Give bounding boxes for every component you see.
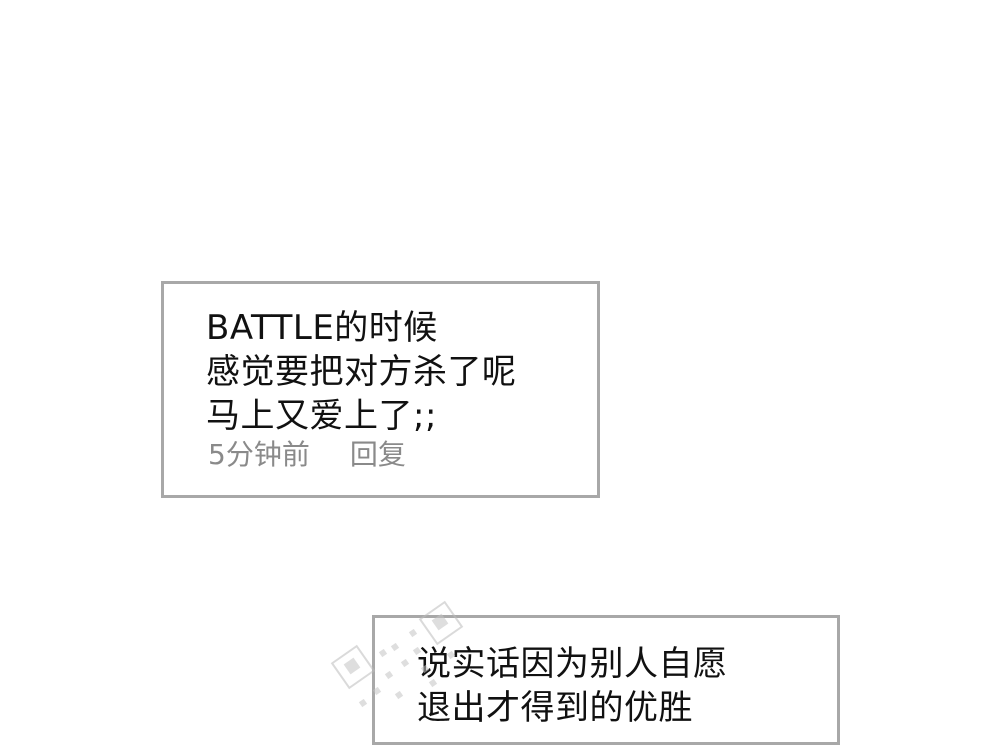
comment-timestamp: 5分钟前 (208, 438, 310, 471)
comment-card: 说实话因为别人自愿 退出才得到的优胜 (372, 615, 840, 745)
reply-button[interactable]: 回复 (349, 438, 406, 471)
comment-line: 马上又爱上了;; (206, 396, 437, 436)
comment-line: 说实话因为别人自愿 (417, 644, 728, 684)
comment-card: BATTLE的时候 感觉要把对方杀了呢 马上又爱上了;; 5分钟前 回复 (161, 281, 600, 498)
comment-line: 退出才得到的优胜 (417, 688, 693, 728)
comment-text: 说实话因为别人自愿 退出才得到的优胜 (417, 642, 728, 730)
comment-line: BATTLE的时候 (206, 308, 438, 348)
comment-meta: 5分钟前 回复 (208, 438, 406, 472)
comment-line: 感觉要把对方杀了呢 (206, 352, 517, 392)
comment-text: BATTLE的时候 感觉要把对方杀了呢 马上又爱上了;; (206, 306, 517, 438)
